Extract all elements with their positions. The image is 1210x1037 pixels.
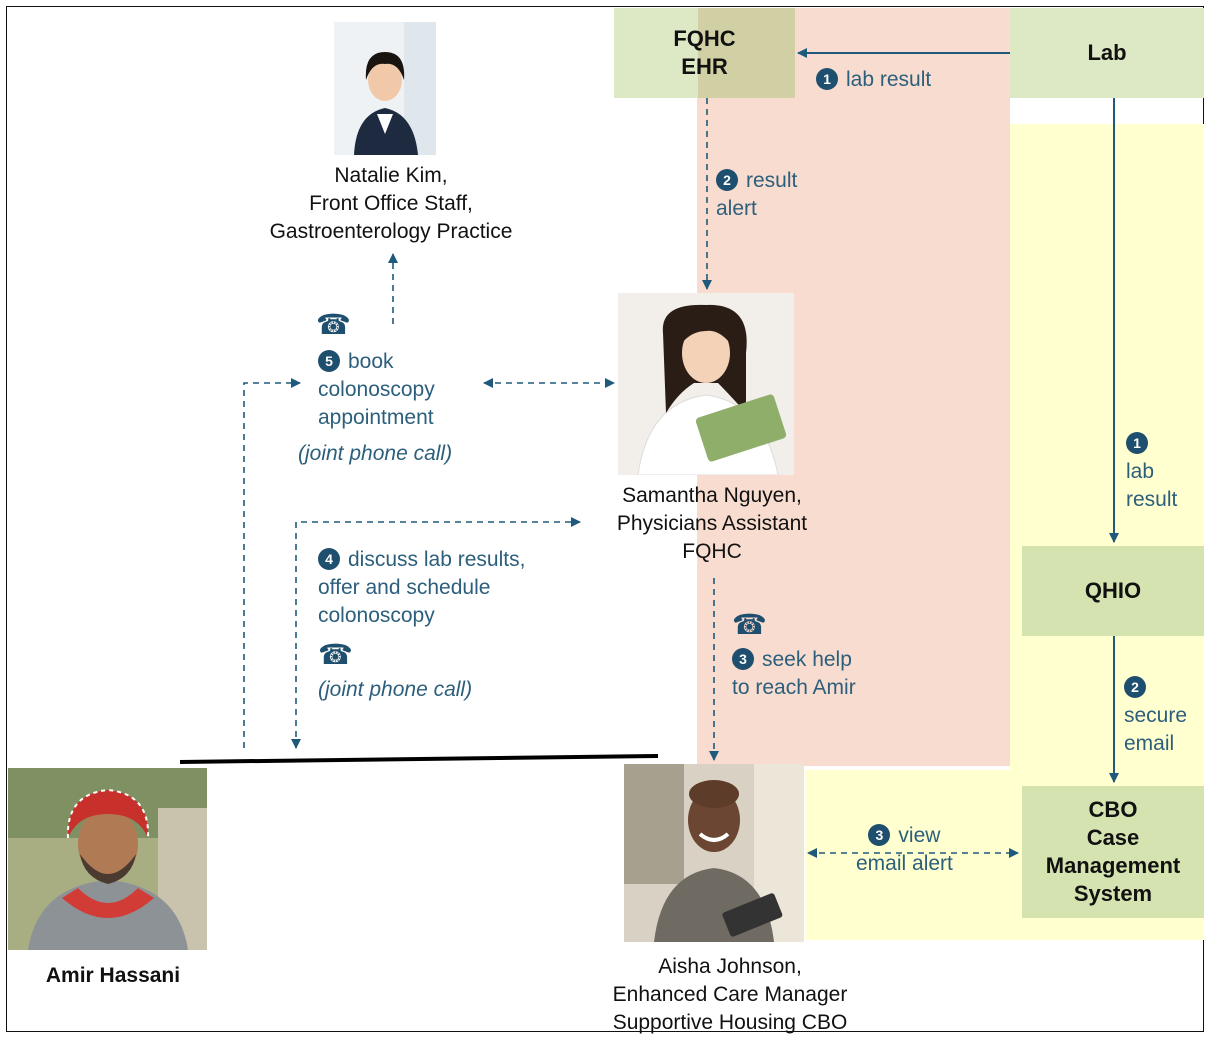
arrow-amir-to-book — [243, 378, 301, 748]
qhio-box: QHIO — [1022, 546, 1204, 636]
step-number-badge: 3 — [868, 824, 891, 846]
flow-text: discuss lab results, — [348, 548, 526, 571]
samantha-photo — [618, 293, 794, 475]
step-number-badge: 2 — [1124, 676, 1146, 698]
amir-photo — [8, 768, 207, 950]
flow-text: email — [1124, 732, 1175, 755]
cbo-case-management-box: CBO Case Management System — [1022, 786, 1204, 918]
natalie-caption: Natalie Kim, Front Office Staff, Gastroe… — [269, 164, 513, 243]
step-number-badge: 3 — [732, 648, 754, 670]
flow-book: 5 book colonoscopy appointment — [318, 348, 435, 432]
telephone-icon: ☎ — [318, 639, 353, 670]
flow-view-email: 3 view email alert — [856, 822, 953, 878]
aisha-caption: Aisha Johnson, Enhanced Care Manager Sup… — [612, 955, 848, 1034]
flow-text: appointment — [318, 406, 434, 429]
flow-text: secure — [1124, 704, 1188, 727]
flow-discuss: 4 discuss lab results, offer and schedule… — [318, 546, 525, 630]
flow-text: email alert — [856, 852, 953, 875]
arrow-discuss — [291, 517, 581, 749]
flow-result-alert: 2 result alert — [716, 167, 797, 223]
flow-discuss-note: (joint phone call) — [318, 678, 473, 701]
flow-text: seek help — [762, 648, 852, 671]
step-number-badge: 1 — [1126, 432, 1148, 454]
aisha-photo — [624, 764, 804, 942]
fqhc-ehr-box: FQHC EHR — [614, 8, 795, 98]
flow-text: result — [746, 169, 798, 192]
flow-text: alert — [716, 197, 757, 220]
step-number-badge: 5 — [318, 350, 340, 372]
amir-connector-bar — [179, 754, 659, 764]
flow-book-note: (joint phone call) — [298, 442, 453, 465]
flow-secure-email: 2 secure email — [1124, 674, 1187, 758]
flow-text: result — [1126, 488, 1178, 511]
flow-text: offer and schedule — [318, 576, 491, 599]
samantha-caption: Samantha Nguyen, Physicians Assistant FQ… — [616, 484, 808, 563]
flow-lab-result-top: 1 lab result — [816, 66, 931, 94]
flow-seek-help: 3 seek help to reach Amir — [732, 646, 856, 702]
step-number-badge: 1 — [816, 68, 838, 90]
step-number-badge: 2 — [716, 169, 738, 191]
telephone-icon: ☎ — [316, 309, 351, 340]
lab-box: Lab — [1010, 8, 1204, 98]
flow-text: book — [348, 350, 394, 373]
natalie-photo — [334, 22, 436, 155]
flow-text: lab — [1126, 460, 1155, 483]
flow-text: lab result — [846, 68, 932, 91]
flow-text: view — [898, 824, 941, 847]
amir-caption: Amir Hassani — [45, 964, 181, 987]
telephone-icon: ☎ — [732, 609, 767, 640]
flow-lab-result-right: 1 lab result — [1126, 430, 1177, 514]
flow-text: colonoscopy — [318, 378, 435, 401]
flow-text: to reach Amir — [732, 676, 856, 699]
flow-text: colonoscopy — [318, 604, 435, 627]
step-number-badge: 4 — [318, 548, 340, 570]
